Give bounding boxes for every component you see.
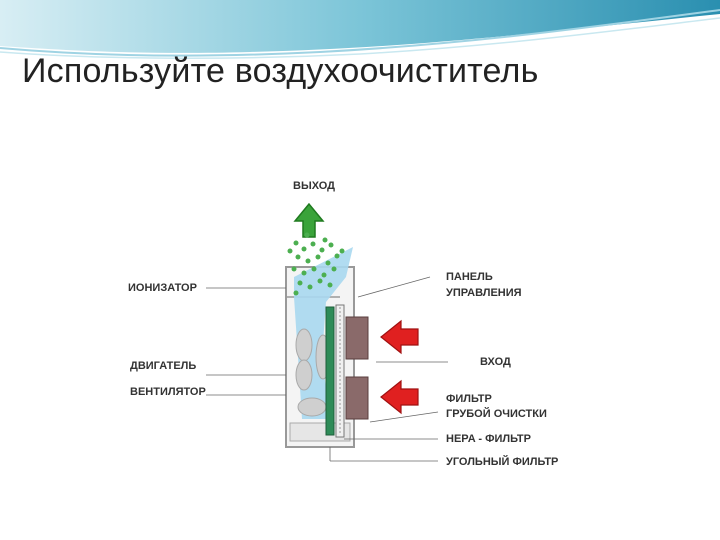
air-purifier-diagram: ВЫХОД ИОНИЗАТОР ПАНЕЛЬ УПРАВЛЕНИЯ ВХОД Д… xyxy=(108,157,588,500)
label-fan: ВЕНТИЛЯТОР xyxy=(130,386,206,398)
label-carbon-filter: УГОЛЬНЫЙ ФИЛЬТР xyxy=(446,456,559,468)
label-coarse-filter-2: ГРУБОЙ ОЧИСТКИ xyxy=(446,408,547,420)
output-arrow xyxy=(293,202,325,238)
label-control-panel-2: УПРАВЛЕНИЯ xyxy=(446,287,522,299)
label-motor: ДВИГАТЕЛЬ xyxy=(130,360,197,372)
leader-lines xyxy=(206,276,448,462)
input-arrow-top xyxy=(380,319,419,355)
label-input: ВХОД xyxy=(480,356,511,368)
label-coarse-filter-1: ФИЛЬТР xyxy=(446,393,492,405)
input-arrow-bottom xyxy=(380,379,419,415)
header-wave-decoration xyxy=(0,0,720,60)
air-purifier-illustration xyxy=(206,202,448,462)
coarse-filters xyxy=(345,316,369,420)
hepa-filter xyxy=(325,306,335,436)
label-ionizer: ИОНИЗАТОР xyxy=(128,282,197,294)
ion-particles xyxy=(287,232,345,296)
label-control-panel-1: ПАНЕЛЬ xyxy=(446,271,493,283)
label-hepa-filter: HEPA - ФИЛЬТР xyxy=(446,433,531,445)
label-output: ВЫХОД xyxy=(293,180,336,192)
slide-title: Используйте воздухоочиститель xyxy=(22,52,539,90)
